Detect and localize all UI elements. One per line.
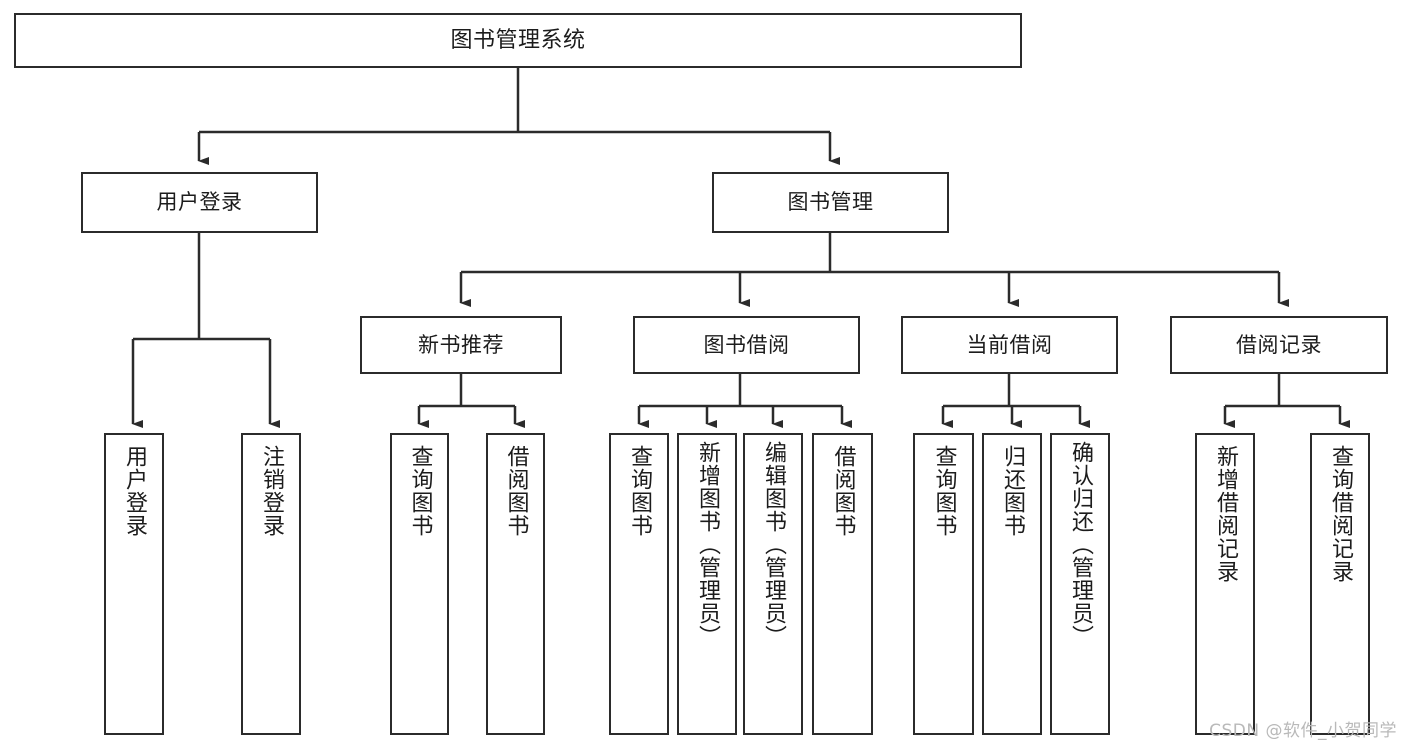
- node-leaf-confirm-return-label: 确认归还（管理员）: [1067, 441, 1093, 648]
- node-leaf-add-record-label: 新增借阅记录: [1212, 445, 1238, 583]
- node-leaf-logout-label: 注销登录: [258, 445, 284, 537]
- node-leaf-query-book-3[interactable]: 查询图书: [913, 433, 974, 735]
- node-root[interactable]: 图书管理系统: [14, 13, 1022, 68]
- node-leaf-logout[interactable]: 注销登录: [241, 433, 301, 735]
- watermark-text: CSDN @软件_小贺同学: [1209, 721, 1397, 741]
- node-leaf-edit-book-label: 编辑图书（管理员）: [760, 441, 786, 648]
- node-book-manage[interactable]: 图书管理: [712, 172, 949, 233]
- node-leaf-add-book[interactable]: 新增图书（管理员）: [677, 433, 737, 735]
- node-leaf-query-record-label: 查询借阅记录: [1327, 445, 1353, 583]
- node-leaf-borrow-book-1-label: 借阅图书: [503, 445, 529, 537]
- node-leaf-query-record[interactable]: 查询借阅记录: [1310, 433, 1370, 735]
- node-book-manage-label: 图书管理: [787, 190, 874, 215]
- node-leaf-confirm-return[interactable]: 确认归还（管理员）: [1050, 433, 1110, 735]
- node-current-borrow[interactable]: 当前借阅: [901, 316, 1118, 374]
- node-root-label: 图书管理系统: [450, 27, 586, 53]
- node-leaf-user-login-label: 用户登录: [121, 445, 147, 537]
- node-leaf-return-book-label: 归还图书: [999, 445, 1025, 537]
- node-leaf-query-book-1-label: 查询图书: [407, 445, 433, 537]
- node-leaf-return-book[interactable]: 归还图书: [982, 433, 1042, 735]
- node-borrow-record[interactable]: 借阅记录: [1170, 316, 1388, 374]
- node-borrow-record-label: 借阅记录: [1236, 332, 1322, 357]
- node-leaf-borrow-book-1[interactable]: 借阅图书: [486, 433, 545, 735]
- node-leaf-user-login[interactable]: 用户登录: [104, 433, 164, 735]
- node-leaf-edit-book[interactable]: 编辑图书（管理员）: [743, 433, 803, 735]
- node-new-book-rec[interactable]: 新书推荐: [360, 316, 562, 374]
- node-leaf-query-book-3-label: 查询图书: [931, 445, 957, 537]
- node-leaf-query-book-1[interactable]: 查询图书: [390, 433, 449, 735]
- node-current-borrow-label: 当前借阅: [966, 332, 1053, 357]
- node-new-book-rec-label: 新书推荐: [418, 332, 504, 357]
- node-leaf-add-record[interactable]: 新增借阅记录: [1195, 433, 1255, 735]
- node-leaf-add-book-label: 新增图书（管理员）: [694, 441, 720, 648]
- node-leaf-borrow-book-2[interactable]: 借阅图书: [812, 433, 873, 735]
- node-user-login[interactable]: 用户登录: [81, 172, 318, 233]
- node-user-login-label: 用户登录: [156, 190, 243, 215]
- node-leaf-query-book-2[interactable]: 查询图书: [609, 433, 669, 735]
- node-leaf-borrow-book-2-label: 借阅图书: [830, 445, 856, 537]
- node-book-borrow-label: 图书借阅: [703, 332, 790, 357]
- node-book-borrow[interactable]: 图书借阅: [633, 316, 860, 374]
- node-leaf-query-book-2-label: 查询图书: [626, 445, 652, 537]
